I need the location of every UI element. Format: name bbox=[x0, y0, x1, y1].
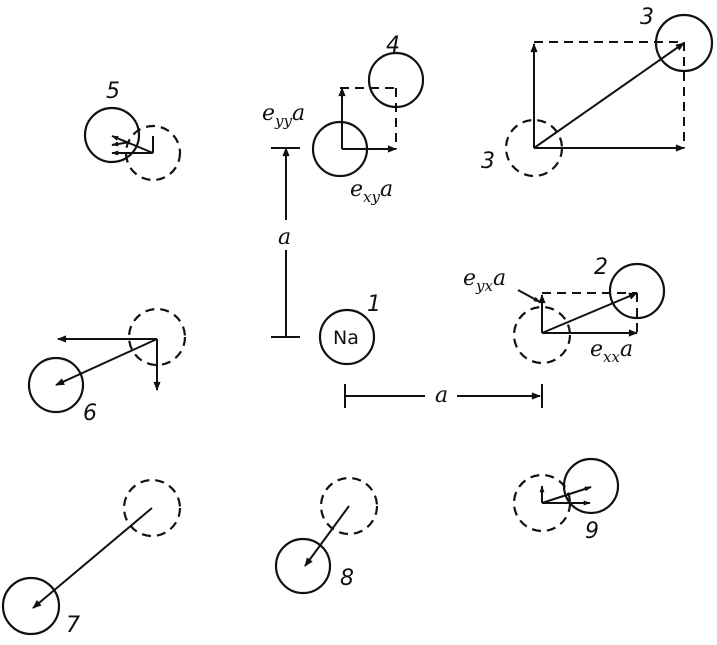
vertical-spacing-a: a bbox=[271, 147, 300, 338]
atom-1-na: Na 1 bbox=[318, 292, 381, 366]
atom-4: 4 bbox=[311, 33, 425, 178]
exy-label: exya bbox=[350, 177, 393, 206]
atom-8: 8 bbox=[274, 476, 379, 595]
atom-number-6: 6 bbox=[83, 401, 97, 426]
eyx-label: eyxa bbox=[463, 266, 506, 295]
horizontal-spacing-a: a bbox=[344, 383, 543, 408]
na-label: Na bbox=[333, 327, 359, 349]
exx-label: exxa bbox=[590, 337, 633, 366]
atom-6: 6 bbox=[27, 307, 187, 426]
atom-number-5: 5 bbox=[106, 79, 120, 104]
atom-2: 2 bbox=[512, 255, 666, 365]
atom-5: 5 bbox=[83, 79, 182, 182]
atom-number-4: 4 bbox=[386, 33, 400, 58]
atom-number-3-displaced: 3 bbox=[640, 5, 654, 30]
atom-number-2: 2 bbox=[594, 255, 608, 280]
atom-number-1: 1 bbox=[367, 292, 381, 317]
eyy-label: eyya bbox=[262, 101, 305, 130]
atom-9: 9 bbox=[512, 457, 620, 544]
a-horizontal-label: a bbox=[435, 383, 448, 408]
atom-number-3-original: 3 bbox=[481, 149, 495, 174]
atom-3: 3 3 bbox=[481, 5, 714, 178]
atom-number-7: 7 bbox=[66, 613, 80, 638]
atom-7: 7 bbox=[1, 478, 182, 638]
atom-number-8: 8 bbox=[340, 566, 354, 591]
atom-number-9: 9 bbox=[585, 519, 599, 544]
a-vertical-label: a bbox=[278, 225, 291, 250]
